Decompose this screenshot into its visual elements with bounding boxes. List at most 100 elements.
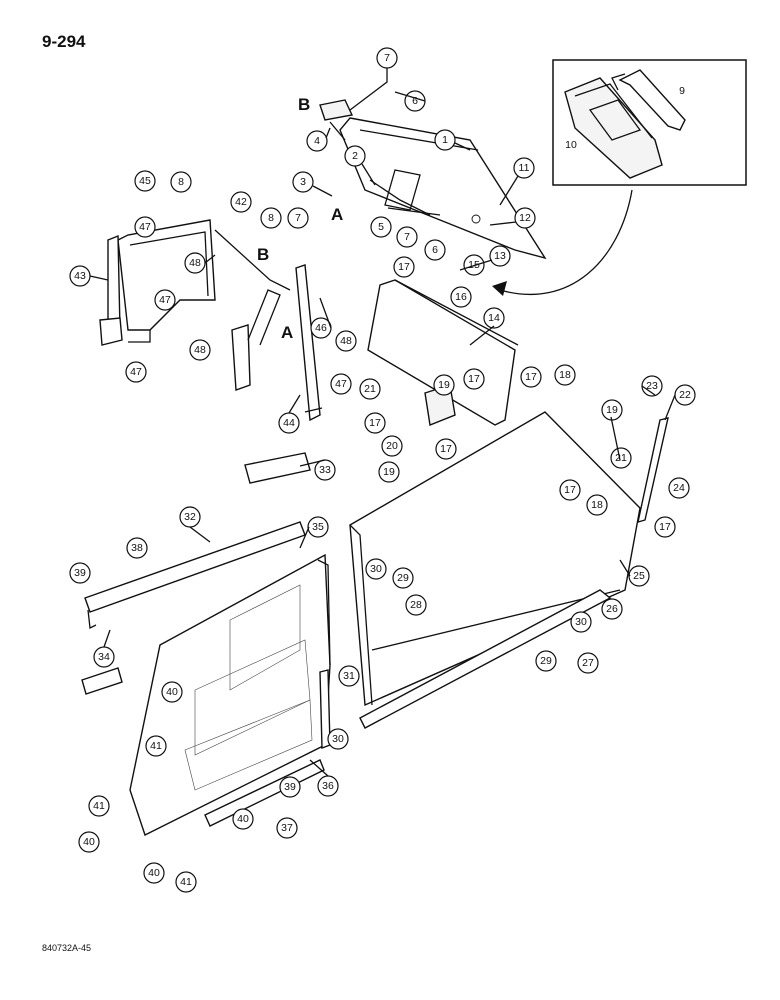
svg-text:27: 27 xyxy=(582,657,594,669)
callout: 27 xyxy=(577,652,599,674)
svg-text:41: 41 xyxy=(150,740,162,752)
callout: 29 xyxy=(392,567,414,589)
callout: 8 xyxy=(260,207,282,229)
callout: 47 xyxy=(154,289,176,311)
svg-text:47: 47 xyxy=(335,378,347,390)
callout: 7 xyxy=(287,207,309,229)
svg-text:6: 6 xyxy=(432,244,438,256)
svg-text:8: 8 xyxy=(178,176,184,188)
callout: 40 xyxy=(143,862,165,884)
svg-text:38: 38 xyxy=(131,542,143,554)
callout: 48 xyxy=(189,339,211,361)
callout: 41 xyxy=(145,735,167,757)
callout: 35 xyxy=(307,516,329,538)
svg-text:37: 37 xyxy=(281,822,293,834)
svg-text:26: 26 xyxy=(606,603,618,615)
svg-text:43: 43 xyxy=(74,270,86,282)
callout: 41 xyxy=(88,795,110,817)
svg-text:48: 48 xyxy=(189,257,201,269)
svg-text:5: 5 xyxy=(378,221,384,233)
callout: 19 xyxy=(433,374,455,396)
svg-text:13: 13 xyxy=(494,250,506,262)
detail-inset xyxy=(552,59,747,186)
svg-text:17: 17 xyxy=(564,484,576,496)
callout: 38 xyxy=(126,537,148,559)
svg-text:32: 32 xyxy=(184,511,196,523)
svg-text:39: 39 xyxy=(74,567,86,579)
callout: 29 xyxy=(535,650,557,672)
svg-text:41: 41 xyxy=(93,800,105,812)
callout: 7 xyxy=(396,226,418,248)
ref-letter-a: A xyxy=(281,323,293,342)
inset-arrow xyxy=(499,189,633,296)
callout: 17 xyxy=(654,516,676,538)
svg-text:47: 47 xyxy=(130,366,142,378)
svg-text:41: 41 xyxy=(180,876,192,888)
callout: 30 xyxy=(365,558,387,580)
callout: 16 xyxy=(450,286,472,308)
callout: 6 xyxy=(404,90,426,112)
svg-text:42: 42 xyxy=(235,196,247,208)
svg-text:45: 45 xyxy=(139,175,151,187)
callout: 2 xyxy=(344,145,366,167)
svg-text:20: 20 xyxy=(386,440,398,452)
callout: 37 xyxy=(276,817,298,839)
svg-text:1: 1 xyxy=(442,134,448,146)
callout: 40 xyxy=(232,808,254,830)
callout: 39 xyxy=(69,562,91,584)
callout: 12 xyxy=(514,207,536,229)
callout: 47 xyxy=(125,361,147,383)
svg-text:30: 30 xyxy=(575,616,587,628)
svg-text:16: 16 xyxy=(455,291,467,303)
callout: 4 xyxy=(306,130,328,152)
svg-text:33: 33 xyxy=(319,464,331,476)
svg-text:17: 17 xyxy=(468,373,480,385)
svg-text:29: 29 xyxy=(540,655,552,667)
grille-panel xyxy=(129,553,331,836)
callout: 30 xyxy=(570,611,592,633)
middle-panel xyxy=(367,279,519,426)
ref-letter-b: B xyxy=(298,95,310,114)
svg-text:46: 46 xyxy=(315,322,327,334)
svg-text:17: 17 xyxy=(659,521,671,533)
strips xyxy=(81,452,311,695)
svg-text:6: 6 xyxy=(412,95,418,107)
callout: 48 xyxy=(335,330,357,352)
svg-text:18: 18 xyxy=(591,499,603,511)
callout: 11 xyxy=(513,157,535,179)
svg-text:14: 14 xyxy=(488,312,500,324)
svg-text:30: 30 xyxy=(332,733,344,745)
svg-text:30: 30 xyxy=(370,563,382,575)
ref-letter-b: B xyxy=(257,245,269,264)
callout: 19 xyxy=(378,461,400,483)
svg-text:11: 11 xyxy=(519,162,530,174)
callout: 40 xyxy=(78,831,100,853)
callout: 18 xyxy=(586,494,608,516)
svg-text:19: 19 xyxy=(438,379,450,391)
svg-text:24: 24 xyxy=(673,482,685,494)
svg-text:3: 3 xyxy=(300,176,306,188)
top-panel xyxy=(319,99,547,260)
page-number: 9-294 xyxy=(42,32,86,51)
svg-text:9: 9 xyxy=(679,85,685,97)
callout: 24 xyxy=(668,477,690,499)
callout: 43 xyxy=(69,265,91,287)
svg-text:17: 17 xyxy=(440,443,452,455)
svg-text:25: 25 xyxy=(633,570,645,582)
svg-text:17: 17 xyxy=(398,261,410,273)
svg-text:48: 48 xyxy=(194,344,206,356)
svg-text:34: 34 xyxy=(98,651,110,663)
callout: 21 xyxy=(359,378,381,400)
svg-text:2: 2 xyxy=(352,150,358,162)
svg-text:40: 40 xyxy=(148,867,160,879)
callout: 30 xyxy=(327,728,349,750)
callout: 40 xyxy=(161,681,183,703)
callout: 5 xyxy=(370,216,392,238)
callout: 44 xyxy=(278,412,300,434)
callout: 21 xyxy=(610,447,632,469)
callout: 45 xyxy=(134,170,156,192)
svg-text:7: 7 xyxy=(295,212,301,224)
callout: 17 xyxy=(559,479,581,501)
drawing-number: 840732A-45 xyxy=(42,943,92,953)
